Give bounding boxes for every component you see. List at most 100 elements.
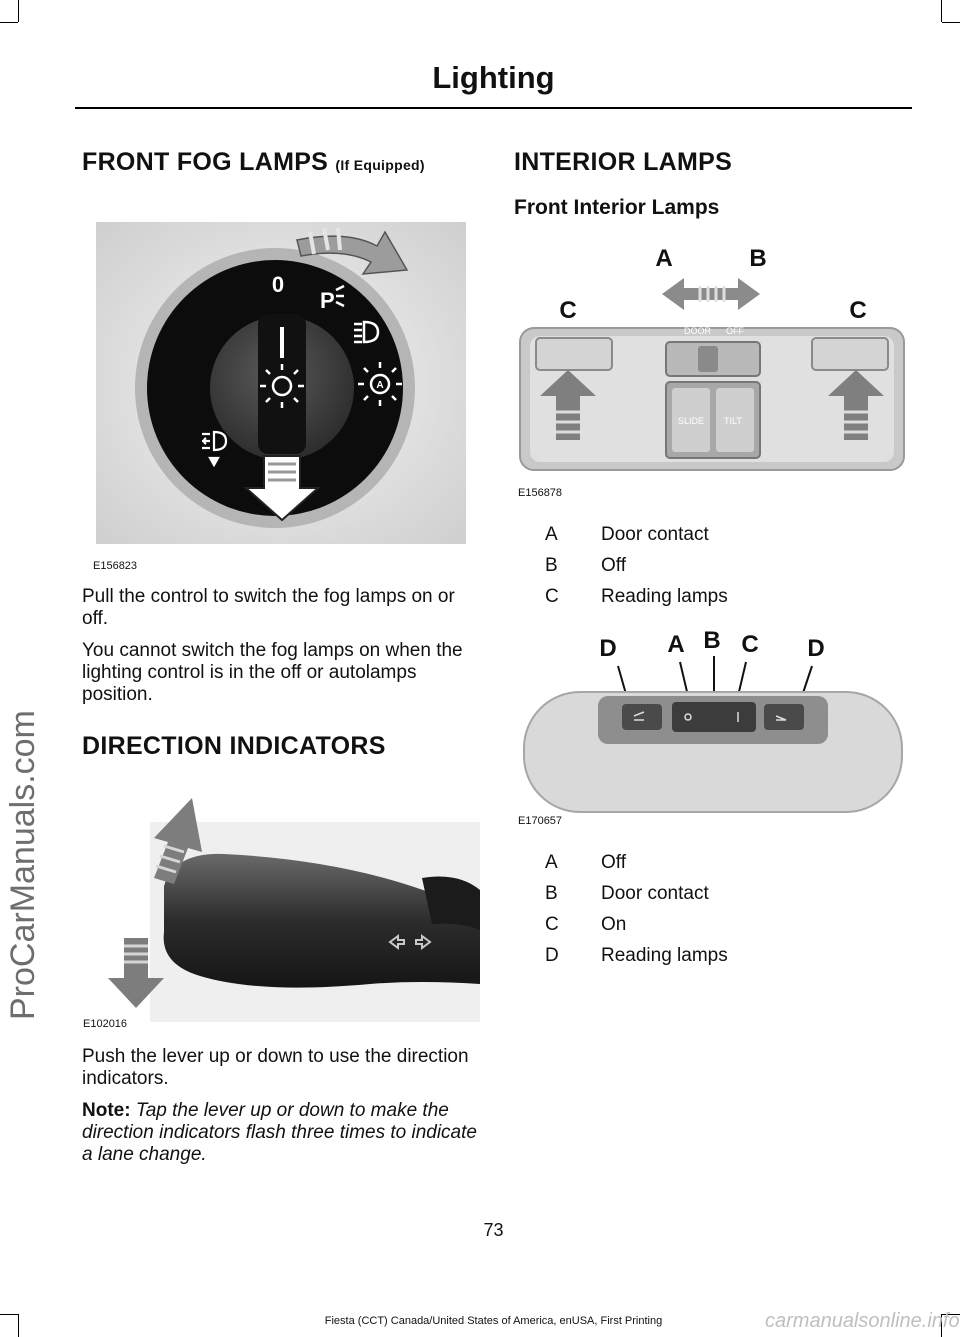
fog-lamp-figure: 0 P A xyxy=(92,210,468,570)
footer-site-watermark: carmanualsonline.info xyxy=(765,1310,960,1332)
fog-qualifier: (If Equipped) xyxy=(335,157,425,173)
note-text: Tap the lever up or down to make the dir… xyxy=(82,1100,477,1165)
page-title: Lighting xyxy=(432,60,555,95)
parking-lamp-icon: P xyxy=(320,284,345,313)
reading-lamp-left xyxy=(535,337,613,371)
reading-lamp-arrow-left-icon xyxy=(540,370,596,440)
fog-body: Pull the control to switch the fog lamps… xyxy=(82,586,477,706)
legend-text: Door contact xyxy=(601,524,709,545)
header-divider xyxy=(75,107,912,109)
legend-text: Door contact xyxy=(601,883,709,904)
interior-figure-1-id: E156878 xyxy=(518,487,563,499)
low-beam-icon xyxy=(354,320,380,344)
direction-note: Note: Tap the lever up or down to make t… xyxy=(82,1100,477,1166)
callout-d-left: D xyxy=(599,635,616,662)
callout-c-left: C xyxy=(559,297,576,324)
front-interior-subheading: Front Interior Lamps xyxy=(514,196,720,219)
switch-off-label: 0 xyxy=(272,272,284,297)
crop-mark xyxy=(941,1314,942,1337)
reading-lamp-icon xyxy=(633,711,645,721)
turn-signal-icon xyxy=(388,934,432,950)
reading-lamp-arrow-right-icon xyxy=(828,370,884,440)
interior-heading: INTERIOR LAMPS xyxy=(514,148,732,177)
up-arrow-icon xyxy=(154,798,202,884)
tilt-button xyxy=(716,388,754,452)
fog-paragraph-2: You cannot switch the fog lamps on when … xyxy=(82,640,463,705)
interior-heading-text: INTERIOR LAMPS xyxy=(514,148,733,176)
indicator-lever-illustration xyxy=(108,798,481,1022)
direction-indicator-figure xyxy=(92,782,481,1022)
crop-mark xyxy=(0,22,18,23)
legend-key: B xyxy=(545,555,558,576)
legend-2-row-a: A Off xyxy=(545,852,626,874)
legend-key: C xyxy=(545,586,559,607)
fog-heading-text: FRONT FOG LAMPS xyxy=(82,148,329,176)
legend-key: D xyxy=(545,945,559,966)
knob-grip xyxy=(258,314,306,454)
mode-switch xyxy=(672,702,756,732)
callout-a: A xyxy=(655,245,672,272)
callout-d-right: D xyxy=(807,635,824,662)
legend-key: C xyxy=(545,914,559,935)
callout-a: A xyxy=(667,631,684,658)
legend-text: Off xyxy=(601,852,626,873)
legend-text: Off xyxy=(601,555,626,576)
rotate-arrow-icon xyxy=(296,227,409,275)
crop-mark xyxy=(18,0,19,22)
interior-figure-2-id: E170657 xyxy=(518,815,563,827)
callout-c: C xyxy=(741,631,758,658)
reading-lamp-right xyxy=(811,337,889,371)
overhead-console-illustration: A B C C DOOR OFF SLIDE TILT xyxy=(519,245,905,471)
direction-heading-text: DIRECTION INDICATORS xyxy=(82,732,386,760)
crop-mark xyxy=(942,22,960,23)
callout-b: B xyxy=(703,627,720,654)
autolamp-icon: A xyxy=(358,362,402,406)
off-switch-label: OFF xyxy=(726,326,744,336)
callout-c-right: C xyxy=(849,297,866,324)
direction-body: Push the lever up or down to use the dir… xyxy=(82,1046,477,1166)
door-switch-label: DOOR xyxy=(684,326,712,336)
fog-figure-id: E156823 xyxy=(93,560,138,572)
side-watermark: ProCarManuals.com xyxy=(4,710,42,1020)
down-arrow-icon xyxy=(108,938,164,1008)
interior-lamp-figure-2: D A B C D xyxy=(516,622,906,818)
fog-lamp-icon xyxy=(202,430,228,468)
legend-key: A xyxy=(545,852,558,873)
legend-2-row-b: B Door contact xyxy=(545,883,709,905)
door-off-arrow-icon xyxy=(662,278,760,310)
footer-text: Fiesta (CCT) Canada/United States of Ame… xyxy=(324,1315,663,1327)
fog-paragraph-1: Pull the control to switch the fog lamps… xyxy=(82,586,455,629)
callout-b: B xyxy=(749,245,766,272)
legend-text: On xyxy=(601,914,627,935)
fog-heading: FRONT FOG LAMPS (If Equipped) xyxy=(82,148,425,177)
pull-arrow-icon xyxy=(243,455,321,522)
slide-label: SLIDE xyxy=(678,416,704,426)
lever-stalk xyxy=(422,876,480,930)
page-number: 73 xyxy=(483,1220,504,1240)
reading-lamp-left-button xyxy=(622,704,662,730)
crop-mark xyxy=(942,1314,960,1315)
dome-lamp-illustration: D A B C D xyxy=(523,627,903,813)
headlamp-icon xyxy=(260,364,304,408)
svg-text:A: A xyxy=(376,380,383,391)
legend-2-row-d: D Reading lamps xyxy=(545,945,728,967)
direction-figure-id: E102016 xyxy=(83,1018,128,1030)
tilt-label: TILT xyxy=(724,416,742,426)
legend-1-row-b: B Off xyxy=(545,555,626,577)
legend-text: Reading lamps xyxy=(601,945,728,966)
headlamp-switch-illustration: 0 P A xyxy=(96,222,466,544)
off-symbol-icon xyxy=(684,713,692,721)
crop-mark xyxy=(0,1314,18,1315)
door-off-rocker xyxy=(698,346,718,372)
lever-body xyxy=(163,853,481,988)
crop-mark xyxy=(18,1314,19,1337)
slide-button xyxy=(672,388,710,452)
reading-lamp-icon xyxy=(775,715,787,721)
direction-heading: DIRECTION INDICATORS xyxy=(82,732,386,761)
note-label: Note: xyxy=(82,1100,131,1121)
legend-2-row-c: C On xyxy=(545,914,626,936)
legend-key: B xyxy=(545,883,558,904)
svg-text:P: P xyxy=(320,288,335,313)
